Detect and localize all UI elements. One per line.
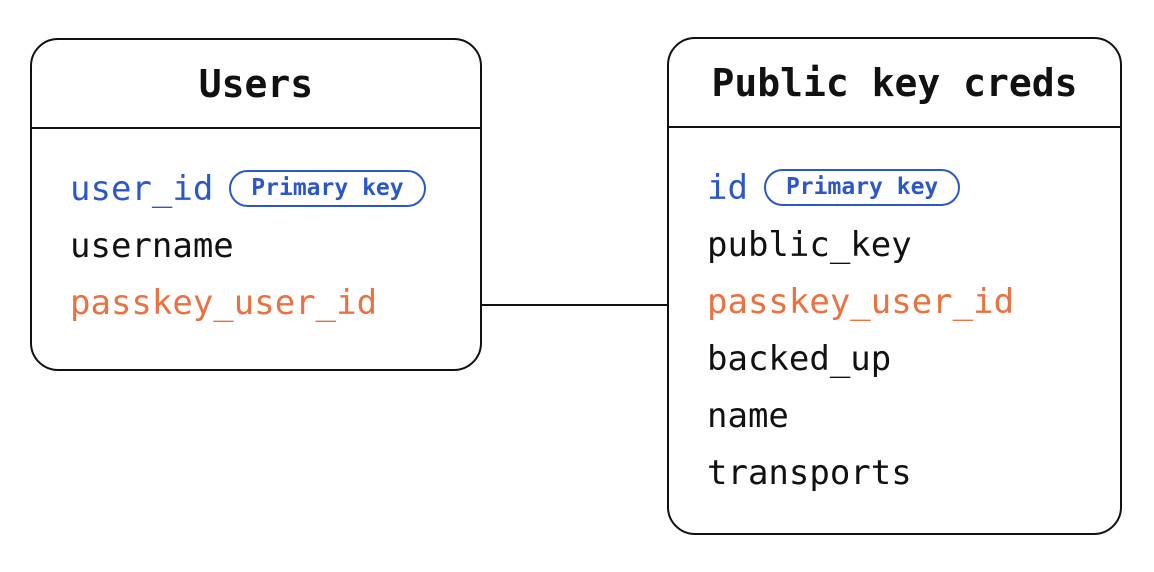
field-name: name xyxy=(707,395,789,436)
field-row-public_key: public_key xyxy=(669,216,1120,273)
field-row-id: id Primary key xyxy=(669,159,1120,216)
field-row-backed_up: backed_up xyxy=(669,330,1120,387)
table-users-body: user_id Primary key username passkey_user_i… xyxy=(32,129,480,331)
field-name: user_id xyxy=(70,168,214,209)
field-row-passkey_user_id: passkey_user_id xyxy=(669,273,1120,330)
field-name: username xyxy=(70,225,234,266)
table-users-header: Users xyxy=(32,40,480,129)
field-row-passkey_user_id: passkey_user_id xyxy=(32,274,480,331)
field-name: passkey_user_id xyxy=(707,281,1015,322)
field-name: public_key xyxy=(707,224,912,265)
field-row-transports: transports xyxy=(669,444,1120,501)
table-public-key-creds-title: Public key creds xyxy=(711,60,1078,105)
table-public-key-creds: Public key creds id Primary key public_key… xyxy=(667,37,1122,535)
field-name: id xyxy=(707,167,748,208)
primary-key-badge: Primary key xyxy=(229,169,426,208)
primary-key-badge: Primary key xyxy=(763,168,961,207)
field-name: passkey_user_id xyxy=(70,282,378,323)
field-row-username: username xyxy=(32,217,480,274)
table-users-title: Users xyxy=(198,61,314,106)
table-public-key-creds-header: Public key creds xyxy=(669,39,1120,128)
relationship-line xyxy=(482,304,667,306)
field-name: backed_up xyxy=(707,338,892,379)
field-row-name: name xyxy=(669,387,1120,444)
field-row-user_id: user_id Primary key xyxy=(32,160,480,217)
table-users: Users user_id Primary key username passkey_… xyxy=(30,38,482,371)
field-name: transports xyxy=(707,452,912,493)
